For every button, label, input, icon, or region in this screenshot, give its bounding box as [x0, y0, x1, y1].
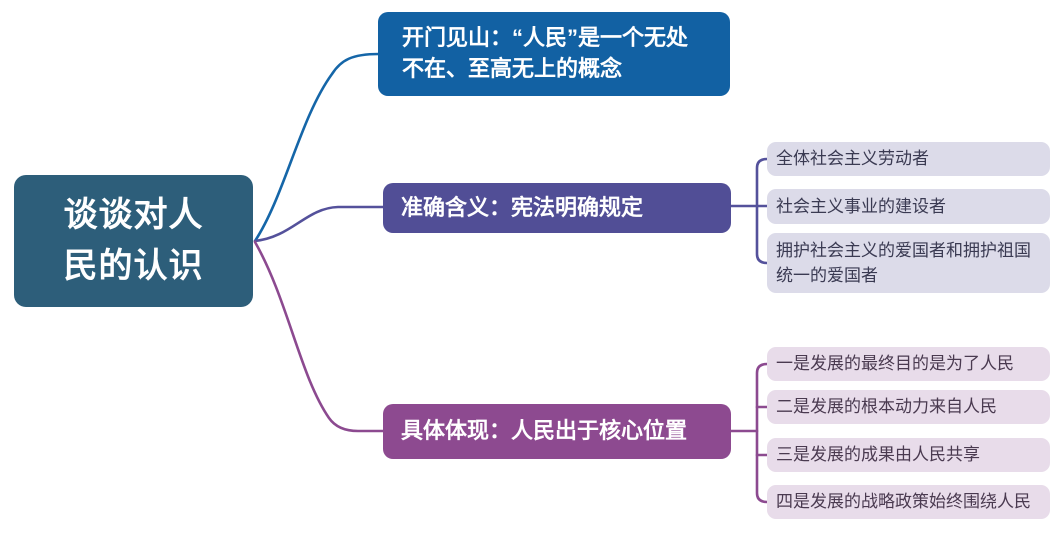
embodiment-child-label-1: 一是发展的最终目的是为了人民	[776, 354, 1014, 374]
meaning-child-label-1: 全体社会主义劳动者	[776, 149, 929, 169]
root-node-label: 谈谈对人 民的认识	[63, 196, 204, 285]
branch-node-opening[interactable]: 开门见山：“人民”是一个无处 不在、至高无上的概念	[378, 12, 730, 96]
embodiment-child-node-2[interactable]: 二是发展的根本动力来自人民	[767, 390, 1050, 424]
bracket-meaning	[755, 157, 769, 265]
connector-root-to-meaning	[253, 205, 386, 243]
branch-node-embodiment[interactable]: 具体体现：人民出于核心位置	[383, 404, 731, 459]
meaning-child-node-2[interactable]: 社会主义事业的建设者	[767, 189, 1050, 224]
meaning-child-node-1[interactable]: 全体社会主义劳动者	[767, 142, 1050, 176]
connector-root-to-opening	[253, 52, 381, 243]
meaning-child-label-3: 拥护社会主义的爱国者和拥护祖国 统一的爱国者	[776, 240, 1031, 286]
embodiment-child-node-3[interactable]: 三是发展的成果由人民共享	[767, 438, 1050, 472]
bracket-embodiment	[755, 362, 769, 504]
connector-root-to-embodiment	[253, 240, 386, 433]
embodiment-child-label-4: 四是发展的战略政策始终围绕人民	[776, 492, 1031, 512]
embodiment-child-label-2: 二是发展的根本动力来自人民	[776, 397, 997, 417]
meaning-child-label-2: 社会主义事业的建设者	[776, 196, 946, 216]
branch-opening-label: 开门见山：“人民”是一个无处 不在、至高无上的概念	[402, 25, 689, 81]
branch-meaning-label: 准确含义：宪法明确规定	[401, 194, 644, 220]
embodiment-child-label-3: 三是发展的成果由人民共享	[776, 445, 980, 465]
branch-embodiment-label: 具体体现：人民出于核心位置	[401, 418, 688, 444]
branch-node-meaning[interactable]: 准确含义：宪法明确规定	[383, 183, 731, 233]
embodiment-child-node-1[interactable]: 一是发展的最终目的是为了人民	[767, 347, 1050, 381]
embodiment-child-node-4[interactable]: 四是发展的战略政策始终围绕人民	[767, 485, 1050, 519]
root-node[interactable]: 谈谈对人 民的认识	[14, 175, 253, 307]
meaning-child-node-3[interactable]: 拥护社会主义的爱国者和拥护祖国 统一的爱国者	[767, 233, 1050, 293]
